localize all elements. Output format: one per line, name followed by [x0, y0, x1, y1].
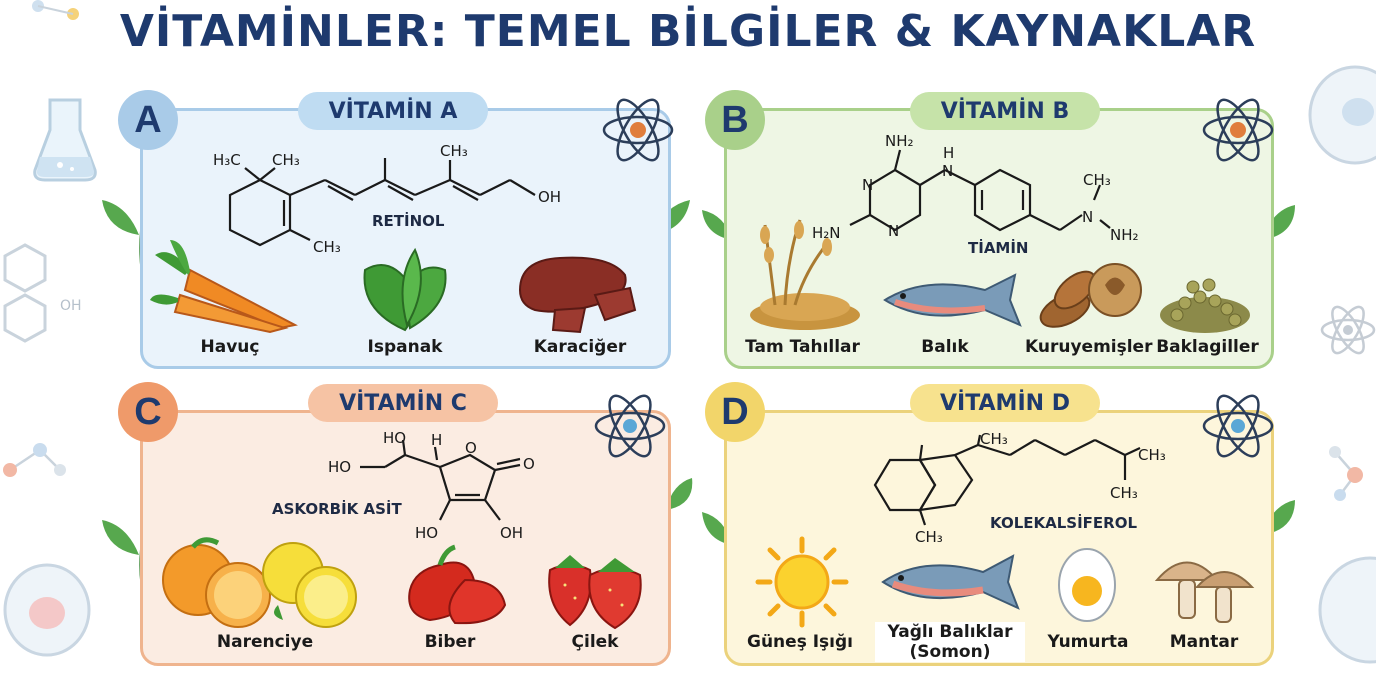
svg-text:O: O [465, 439, 477, 457]
food-label-nuts: Kuruyemişler [1025, 337, 1153, 357]
svg-text:OH: OH [500, 524, 523, 542]
cholecalciferol-structure: CH₃ CH₃ CH₃ CH₃ [873, 430, 1166, 546]
svg-text:N: N [942, 162, 953, 180]
vitamin-c-molecule-name: ASKORBİK ASİT [272, 500, 402, 518]
food-label-pepper: Biber [424, 632, 476, 652]
svg-text:HO: HO [383, 429, 406, 447]
svg-text:OH: OH [60, 298, 82, 314]
svg-text:H: H [943, 144, 954, 162]
spinach-icon [363, 247, 447, 332]
food-label-carrot: Havuç [200, 337, 260, 357]
food-label-mushroom: Mantar [1169, 632, 1239, 652]
molecule-dots-icon [32, 0, 79, 20]
svg-text:N: N [888, 222, 899, 240]
svg-text:CH₃: CH₃ [272, 151, 300, 169]
nuts-icon [1039, 263, 1142, 328]
svg-text:HO: HO [415, 524, 438, 542]
food-label-sunlight: Güneş Işığı [747, 632, 853, 652]
liver-icon [518, 256, 637, 334]
food-label-legumes: Baklagiller [1156, 337, 1259, 357]
food-label-egg: Yumurta [1047, 632, 1129, 652]
atom-icon [1320, 305, 1376, 355]
page-title: VİTAMİNLER: TEMEL BİLGİLER & KAYNAKLAR [119, 6, 1257, 57]
pepper-icon [408, 544, 507, 625]
vitamin-d-title: VİTAMİN D [910, 384, 1100, 422]
atom-icon [1202, 98, 1274, 162]
molecule-structure-icon: OH [3, 243, 82, 343]
vitamin-c-letter-badge: C [118, 382, 178, 442]
egg-icon [1058, 548, 1116, 622]
salmon-fish-icon [881, 554, 1020, 610]
vitamin-a-letter-badge: A [118, 90, 178, 150]
svg-text:CH₃: CH₃ [313, 238, 341, 256]
carrot-icon [150, 240, 298, 334]
mushroom-icon [1154, 561, 1255, 623]
svg-text:N: N [1082, 208, 1093, 226]
svg-text:CH₃: CH₃ [1138, 446, 1166, 464]
svg-text:N: N [862, 176, 873, 194]
vitamin-a-title: VİTAMİN A [298, 92, 488, 130]
vitamin-b-molecule-name: TİAMİN [968, 239, 1029, 257]
food-label-strawberry: Çilek [571, 632, 619, 652]
molecule-dots-icon [3, 443, 66, 477]
svg-text:CH₃: CH₃ [440, 142, 468, 160]
whole-grains-icon [750, 219, 860, 330]
atom-icon [594, 394, 666, 458]
vitamin-b-title: VİTAMİN B [910, 92, 1100, 130]
cell-icon [1308, 65, 1376, 165]
fish-icon [883, 273, 1022, 327]
cell-icon [3, 563, 91, 657]
svg-text:H₂N: H₂N [812, 224, 841, 242]
vitamin-c-title: VİTAMİN C [308, 384, 498, 422]
ascorbic-acid-structure: HO H HO O O HO OH [328, 429, 535, 542]
vitamin-b-letter-badge: B [705, 90, 765, 150]
food-label-spinach: Ispanak [367, 337, 443, 357]
food-label-whole-grains: Tam Tahıllar [745, 337, 860, 357]
citrus-icon [162, 537, 357, 628]
strawberry-icon [548, 555, 642, 630]
svg-text:CH₃: CH₃ [915, 528, 943, 546]
retinol-structure: H₃C CH₃ CH₃ CH₃ OH [213, 142, 561, 256]
food-label-fish: Balık [921, 337, 969, 357]
lab-flask-icon [33, 98, 97, 182]
svg-text:CH₃: CH₃ [980, 430, 1008, 448]
food-label-citrus: Narenciye [216, 632, 314, 652]
svg-text:O: O [523, 455, 535, 473]
vitamin-d-letter-badge: D [705, 382, 765, 442]
atom-icon [602, 98, 674, 162]
vitamin-d-molecule-name: KOLEKALSİFEROL [990, 514, 1138, 532]
atom-icon [1202, 394, 1274, 458]
molecule-dots-icon [1329, 446, 1363, 501]
vitamin-a-molecule-name: RETİNOL [372, 212, 445, 230]
food-label-liver: Karaciğer [533, 337, 627, 357]
svg-text:OH: OH [538, 188, 561, 206]
food-label-fatty-fish: Yağlı Balıklar (Somon) [875, 622, 1025, 662]
svg-text:H₃C: H₃C [213, 151, 241, 169]
svg-text:H: H [431, 431, 442, 449]
svg-text:CH₃: CH₃ [1110, 484, 1138, 502]
svg-text:NH₂: NH₂ [1110, 226, 1139, 244]
cell-icon [1318, 556, 1376, 664]
legumes-icon [1160, 278, 1250, 333]
svg-text:HO: HO [328, 458, 351, 476]
sun-icon [755, 536, 849, 628]
svg-text:CH₃: CH₃ [1083, 171, 1111, 189]
svg-text:NH₂: NH₂ [885, 132, 914, 150]
thiamine-structure: NH₂ N N H₂N H N CH₃ N NH₂ [812, 132, 1139, 244]
